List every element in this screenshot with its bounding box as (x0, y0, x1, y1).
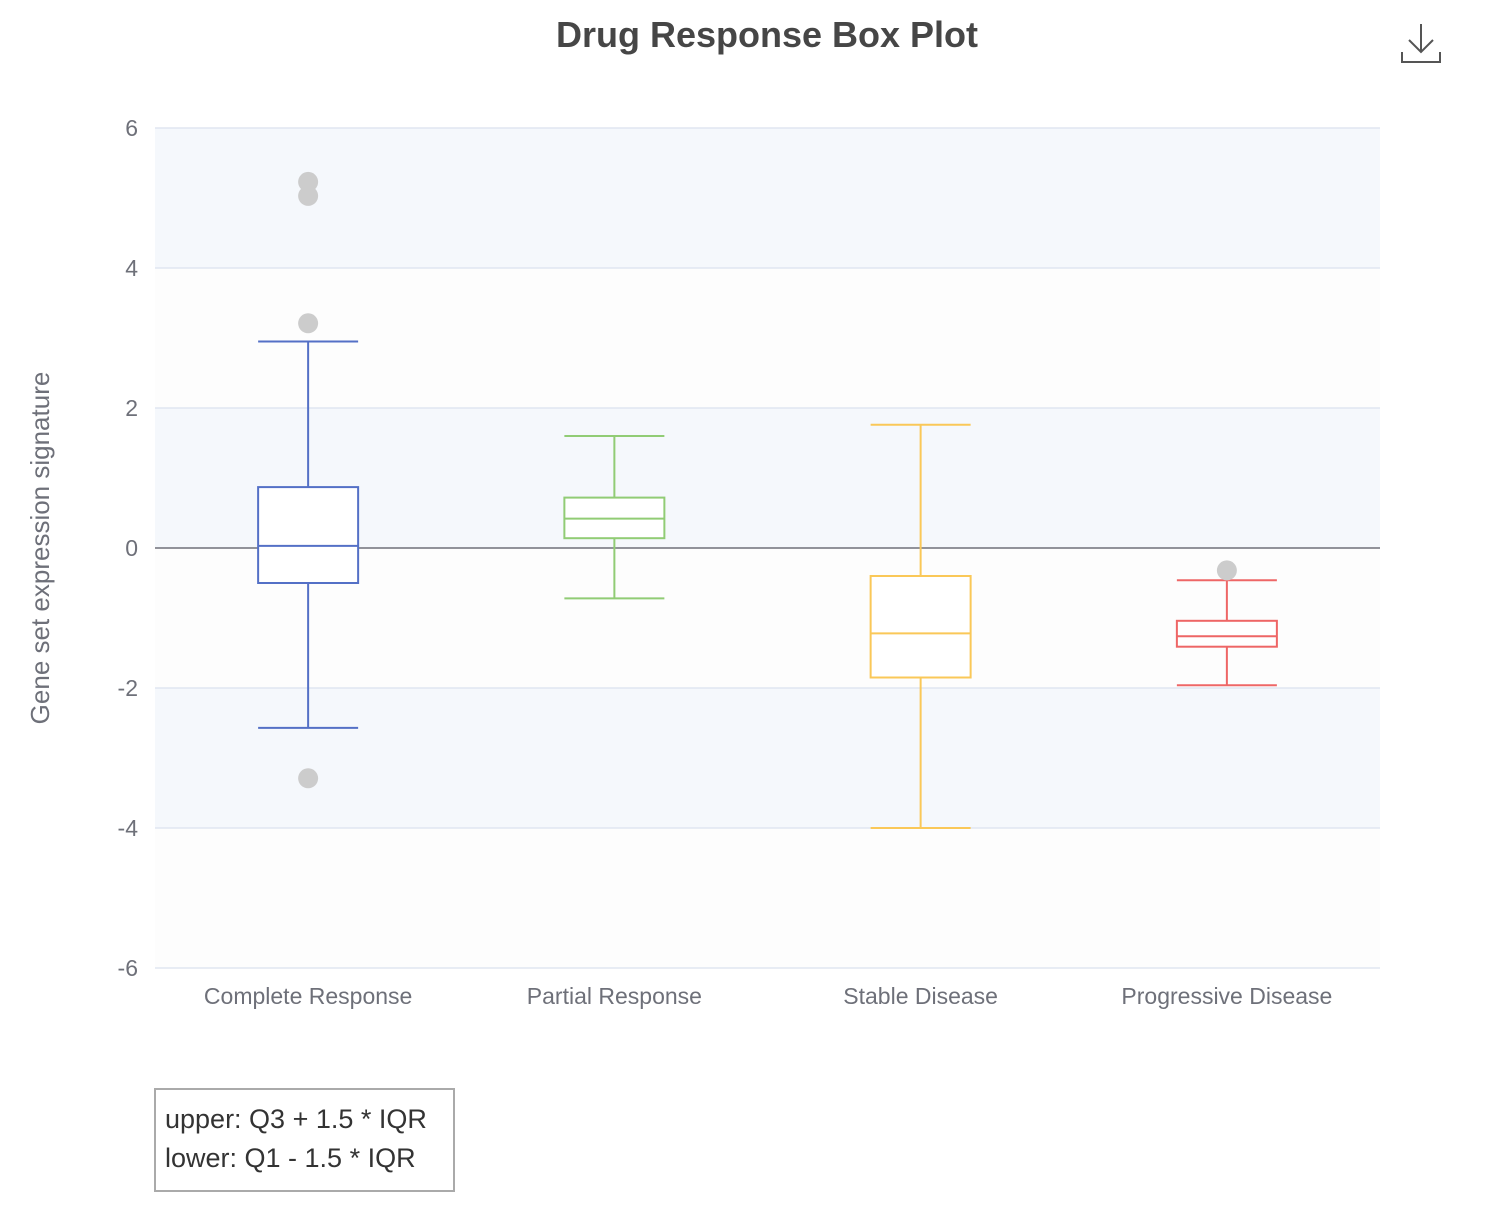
outlier-point[interactable] (298, 185, 319, 206)
x-tick-label: Complete Response (204, 983, 412, 1009)
outlier-point[interactable] (298, 768, 319, 789)
grid-band (155, 408, 1380, 548)
y-tick-label: 0 (125, 535, 138, 561)
y-tick-label: -6 (118, 955, 138, 981)
grid-bands (155, 128, 1380, 968)
x-tick-label: Stable Disease (843, 983, 998, 1009)
whisker-definition-note: upper: Q3 + 1.5 * IQR lower: Q1 - 1.5 * … (154, 1088, 455, 1192)
box-progressive-disease[interactable] (1175, 560, 1278, 687)
note-lower-line: lower: Q1 - 1.5 * IQR (165, 1143, 416, 1173)
y-tick-label: 2 (125, 395, 138, 421)
iqr-box (257, 486, 360, 585)
grid-lines (155, 127, 1380, 969)
grid-band (155, 128, 1380, 268)
x-tick-label: Partial Response (527, 983, 702, 1009)
y-tick-label: -4 (118, 815, 139, 841)
outlier-point[interactable] (1216, 560, 1237, 581)
iqr-box (1175, 619, 1278, 648)
x-axis-ticks: Complete Response Partial Response Stable … (204, 983, 1332, 1009)
download-button[interactable] (1398, 20, 1444, 68)
x-tick-label: Progressive Disease (1121, 983, 1332, 1009)
grid-band (155, 828, 1380, 968)
y-axis-title: Gene set expression signature (25, 372, 55, 725)
y-axis-ticks: 6 4 2 0 -2 -4 -6 (118, 115, 139, 981)
grid-band (155, 688, 1380, 828)
box-complete-response[interactable] (257, 171, 360, 789)
download-icon (1401, 24, 1441, 63)
outlier-point[interactable] (298, 313, 319, 334)
y-tick-label: -2 (118, 675, 138, 701)
box-stable-disease[interactable] (869, 423, 972, 829)
box-series (257, 171, 1278, 829)
grid-band (155, 548, 1380, 688)
box-partial-response[interactable] (563, 435, 666, 600)
iqr-box (869, 575, 972, 679)
y-tick-label: 4 (125, 255, 138, 281)
chart-title: Drug Response Box Plot (556, 14, 978, 55)
outlier-point[interactable] (298, 171, 319, 192)
grid-band (155, 268, 1380, 408)
y-tick-label: 6 (125, 115, 138, 141)
note-upper-line: upper: Q3 + 1.5 * IQR (165, 1104, 427, 1134)
